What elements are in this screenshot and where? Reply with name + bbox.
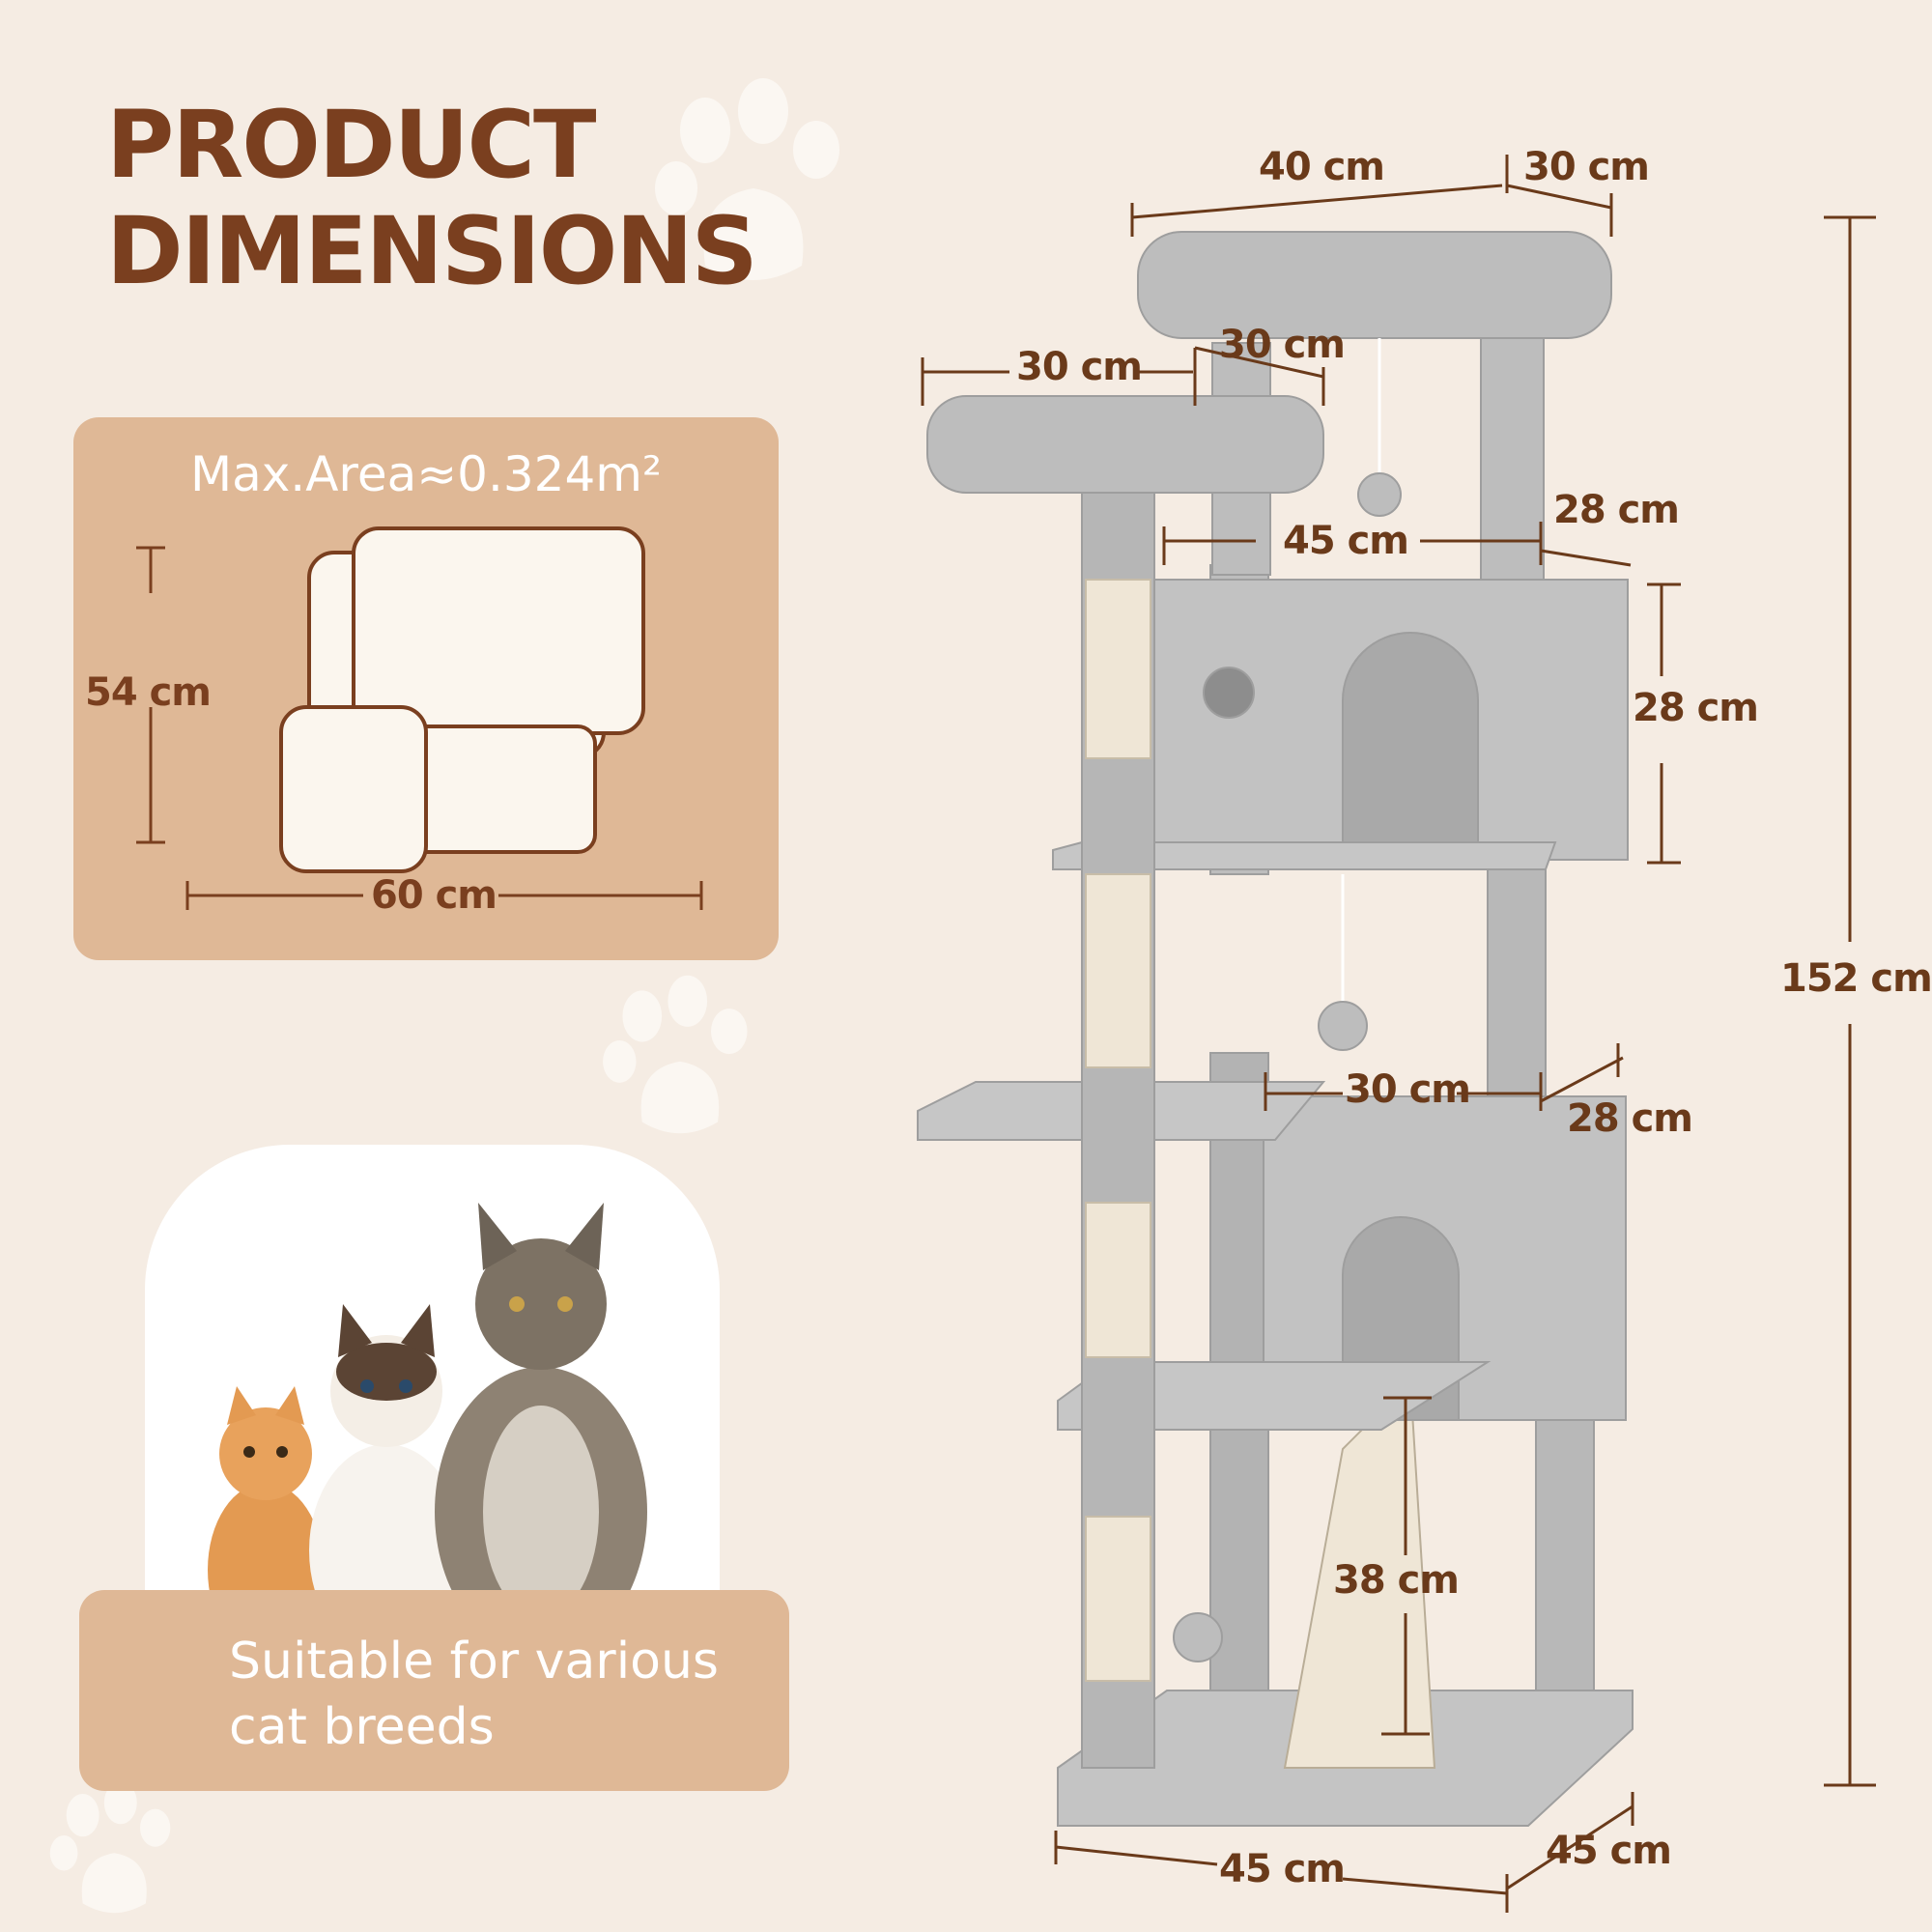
cat-tree xyxy=(917,231,1634,1827)
paw-print-icon xyxy=(49,1780,171,1914)
perch-depth-label: 30 cm xyxy=(1219,323,1346,367)
dimension-lines xyxy=(921,155,1876,1913)
ginger-cat xyxy=(208,1386,324,1647)
footprint-diagram xyxy=(136,526,703,910)
suitability-line-2: cat breeds xyxy=(229,1698,495,1756)
suitability-line-1: Suitable for various xyxy=(229,1633,719,1690)
suitability-panel: Suitable for various cat breeds xyxy=(79,1590,789,1791)
area-height-label: 54 cm xyxy=(85,670,212,715)
lower-house-width-label: 30 cm xyxy=(1345,1067,1471,1112)
maine-coon-cat xyxy=(435,1203,647,1647)
top-width-label: 40 cm xyxy=(1259,145,1385,189)
ramp-length-label: 38 cm xyxy=(1333,1558,1460,1603)
title-line-1: PRODUCT xyxy=(106,91,596,199)
max-area-label: Max.Area≈0.324m² xyxy=(189,446,663,502)
suitability-text: Suitable for various cat breeds xyxy=(229,1629,719,1760)
max-area-panel: Max.Area≈0.324m² 54 cm 60 cm xyxy=(73,417,779,960)
top-depth-label: 30 cm xyxy=(1523,145,1650,189)
title-line-2: DIMENSIONS xyxy=(106,197,758,305)
upper-house-height-label: 28 cm xyxy=(1633,686,1759,730)
paw-print-icon xyxy=(603,975,748,1134)
perch-width-label: 30 cm xyxy=(1016,345,1143,389)
paw-print-icon xyxy=(655,78,839,280)
upper-house-width-label: 45 cm xyxy=(1283,519,1409,563)
base-depth-label: 45 cm xyxy=(1546,1829,1672,1873)
lower-house-depth-label: 28 cm xyxy=(1567,1096,1693,1141)
upper-house-depth-label: 28 cm xyxy=(1553,488,1680,532)
page-title: PRODUCT DIMENSIONS xyxy=(106,91,758,305)
total-height-label: 152 cm xyxy=(1780,956,1932,1001)
area-width-label: 60 cm xyxy=(371,873,497,918)
base-width-label: 45 cm xyxy=(1219,1847,1346,1891)
